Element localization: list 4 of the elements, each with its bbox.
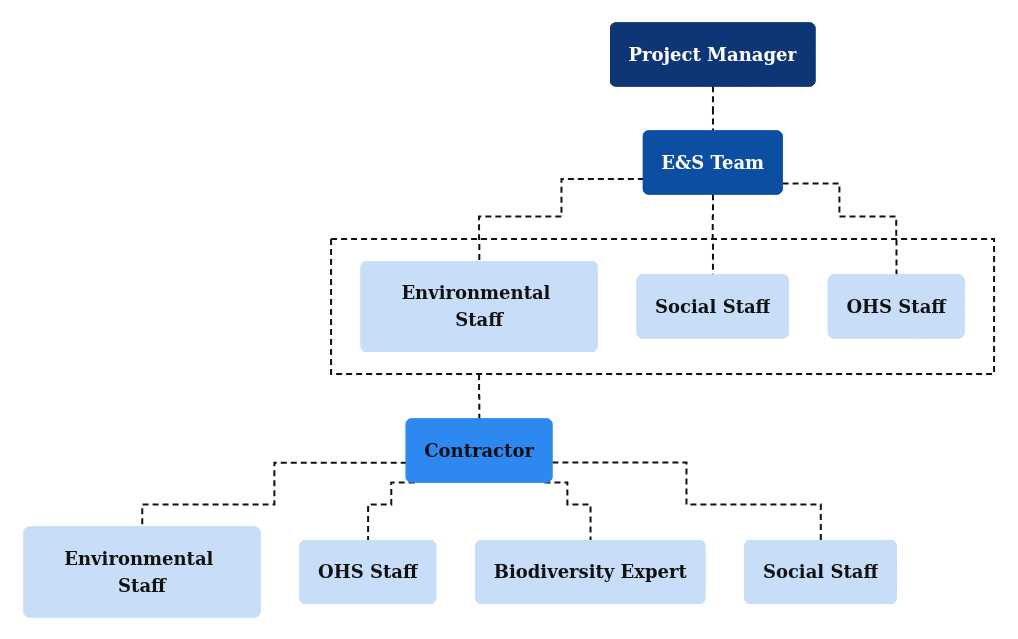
connector: [711, 85, 715, 132]
connector: [478, 372, 481, 420]
connector: [781, 181, 898, 276]
cluster: [330, 237, 996, 375]
